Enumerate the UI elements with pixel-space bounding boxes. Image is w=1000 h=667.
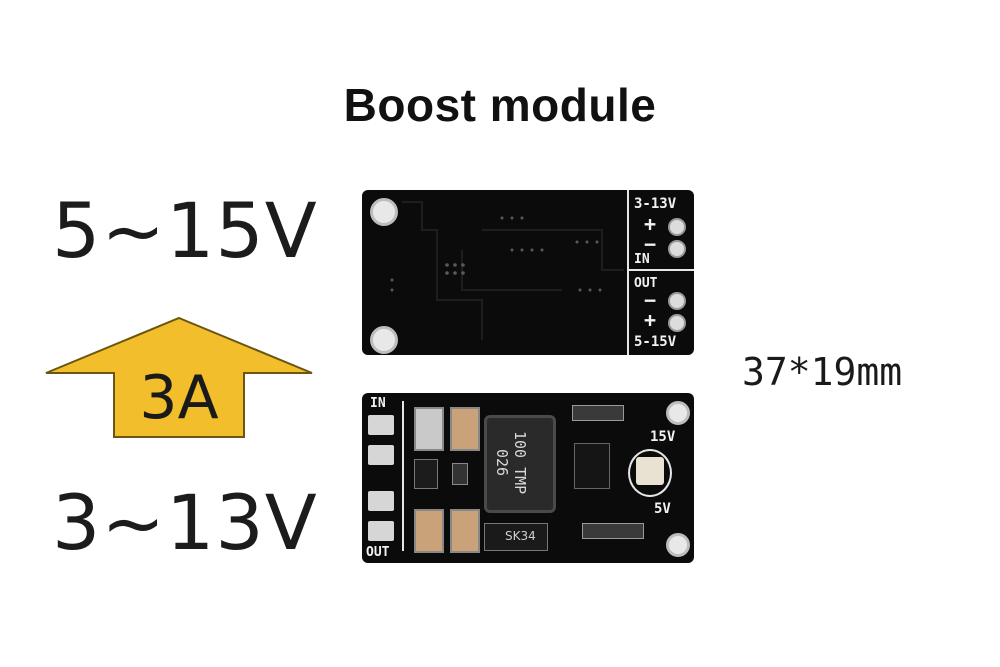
capacitor bbox=[450, 407, 480, 451]
resistor-array bbox=[572, 405, 624, 421]
mounting-hole bbox=[370, 198, 398, 226]
pot-arc bbox=[628, 449, 672, 497]
mounting-hole bbox=[666, 533, 690, 557]
capacitor bbox=[450, 509, 480, 553]
input-voltage-label: 3~13V bbox=[52, 478, 318, 567]
front-in-label: IN bbox=[370, 396, 386, 411]
mounting-hole bbox=[370, 326, 398, 354]
solder-pad bbox=[368, 491, 394, 511]
back-output-minus: − bbox=[644, 288, 657, 312]
inductor-marking: 100 TMP 026 bbox=[493, 431, 529, 495]
capacitor bbox=[414, 407, 444, 451]
back-in-label: IN bbox=[634, 252, 650, 267]
resistor bbox=[452, 463, 468, 485]
current-arrow: 3A bbox=[44, 315, 314, 440]
solder-pad bbox=[668, 314, 686, 332]
inductor: 100 TMP 026 bbox=[484, 415, 556, 513]
potentiometer-knob[interactable] bbox=[636, 457, 664, 485]
diode-marking: SK34 bbox=[505, 529, 536, 543]
up-arrow-icon bbox=[45, 316, 313, 438]
pot-max-label: 15V bbox=[650, 429, 676, 445]
solder-pad bbox=[368, 415, 394, 435]
solder-pad bbox=[668, 218, 686, 236]
mounting-hole bbox=[666, 401, 690, 425]
back-input-minus: − bbox=[644, 232, 657, 256]
back-output-plus: + bbox=[644, 308, 657, 332]
pcb-traces bbox=[390, 190, 694, 355]
pot-min-label: 5V bbox=[654, 501, 671, 517]
solder-pad bbox=[668, 292, 686, 310]
dimensions-label: 37*19mm bbox=[742, 350, 903, 394]
resistor-array bbox=[582, 523, 644, 539]
front-out-label: OUT bbox=[366, 545, 390, 560]
silk-divider bbox=[402, 401, 404, 551]
back-input-plus: + bbox=[644, 212, 657, 236]
pcb-back-side: 3-13V + − IN OUT − + 5-15V bbox=[362, 190, 694, 355]
pcb-front-side: IN OUT 100 TMP 026 SK34 15V 5V bbox=[362, 393, 694, 563]
page-title: Boost module bbox=[343, 79, 657, 131]
diode: SK34 bbox=[484, 523, 548, 551]
solder-pad bbox=[368, 521, 394, 541]
back-out-label: OUT bbox=[634, 276, 658, 291]
back-input-range: 3-13V bbox=[634, 196, 677, 212]
back-output-range: 5-15V bbox=[634, 334, 677, 350]
current-rating-label: 3A bbox=[139, 363, 219, 433]
output-voltage-label: 5~15V bbox=[52, 186, 318, 275]
ic-chip bbox=[574, 443, 610, 489]
solder-pad bbox=[368, 445, 394, 465]
capacitor bbox=[414, 509, 444, 553]
solder-pad bbox=[668, 240, 686, 258]
transistor bbox=[414, 459, 438, 489]
